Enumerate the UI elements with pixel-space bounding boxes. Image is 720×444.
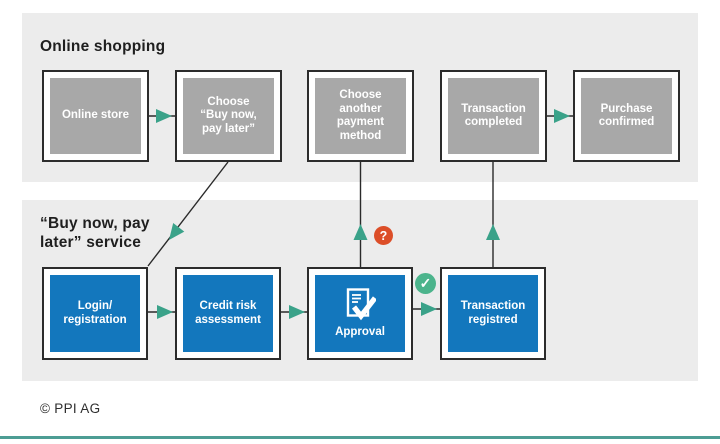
document-check-icon bbox=[346, 288, 376, 321]
question-glyph: ? bbox=[379, 228, 388, 243]
step-login-registration: Login/ registration bbox=[42, 267, 148, 360]
step-online-store: Online store bbox=[42, 70, 149, 162]
copyright-text: © PPI AG bbox=[40, 401, 101, 416]
question-mark-badge-icon: ? bbox=[374, 226, 393, 245]
step-label: Approval bbox=[335, 326, 385, 339]
step-approval: Approval bbox=[307, 267, 413, 360]
check-glyph: ✓ bbox=[419, 275, 432, 291]
step-label: Transaction registred bbox=[460, 300, 526, 326]
check-badge-icon: ✓ bbox=[415, 273, 436, 294]
step-choose-other-payment: Choose another payment method bbox=[307, 70, 414, 162]
step-label: Credit risk assessment bbox=[195, 300, 261, 326]
step-credit-risk-assessment: Credit risk assessment bbox=[175, 267, 281, 360]
bottom-accent-rule bbox=[0, 436, 720, 439]
step-label: Login/ registration bbox=[63, 300, 127, 326]
step-transaction-completed: Transaction completed bbox=[440, 70, 547, 162]
step-transaction-registred: Transaction registred bbox=[440, 267, 546, 360]
step-label: Choose another payment method bbox=[336, 89, 385, 142]
step-label: Choose “Buy now, pay later” bbox=[200, 95, 257, 135]
step-choose-bnpl: Choose “Buy now, pay later” bbox=[175, 70, 282, 162]
step-label: Online store bbox=[61, 109, 130, 122]
bnpl-service-title: “Buy now, pay later” service bbox=[40, 215, 150, 251]
step-label: Transaction completed bbox=[461, 102, 526, 129]
step-label: Purchase confirmed bbox=[598, 102, 655, 129]
step-purchase-confirmed: Purchase confirmed bbox=[573, 70, 680, 162]
online-shopping-title: Online shopping bbox=[40, 38, 166, 55]
